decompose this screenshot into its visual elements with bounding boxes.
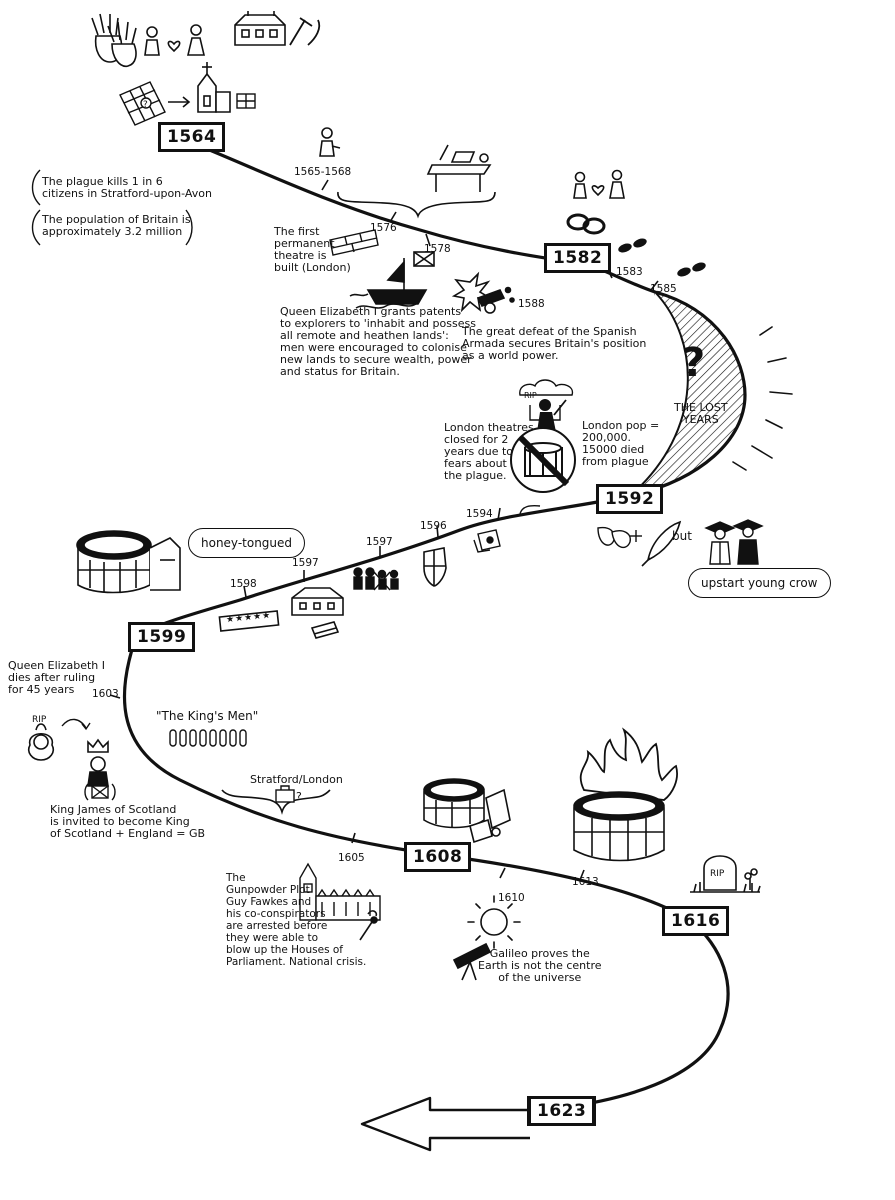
note-armada: The great defeat of the Spanish Armada s…	[462, 325, 647, 362]
house-1597-icon	[291, 587, 344, 639]
match-icon	[359, 910, 378, 941]
bubble-honey-tongued: honey-tongued	[188, 528, 306, 558]
year-1582: 1582	[544, 243, 612, 273]
note-stratford-london: Stratford/London	[250, 773, 343, 786]
year-label-1603: 1603	[92, 688, 119, 700]
year-label-1596: 1596	[420, 520, 447, 532]
year-label-1594: 1594	[466, 508, 493, 520]
note-queen-dies: Queen Elizabeth I dies after ruling for …	[8, 659, 105, 696]
no-theatre-icon	[510, 427, 576, 493]
year-label-1597b: 1597	[292, 557, 319, 569]
year-label-1610: 1610	[498, 892, 525, 904]
year-1623: 1623	[527, 1096, 597, 1126]
sun-icon	[467, 895, 521, 949]
but-label: but	[672, 529, 692, 543]
year-label-1613: 1613	[572, 876, 599, 888]
year-label-1585: 1585	[650, 283, 677, 295]
gloves-icon	[91, 13, 137, 68]
note-theatre: The first permanent theatre is built (Lo…	[274, 225, 351, 274]
arrow-icon	[168, 96, 191, 108]
note-plague: The plague kills 1 in 6 citizens in Stra…	[42, 175, 212, 200]
note-galileo: Galileo proves the Earth is not the cent…	[478, 947, 602, 984]
rip-left-label: RIP	[32, 715, 47, 725]
grave-icon	[690, 855, 761, 893]
desk-icon	[426, 144, 492, 192]
family-icon	[353, 567, 399, 591]
footprints-icon	[618, 238, 706, 277]
year-label-1588: 1588	[518, 298, 545, 310]
person-icon	[319, 127, 341, 157]
kings-men-icon	[169, 729, 247, 747]
note-theatres-closed: London theatres closed for 2 years due t…	[444, 421, 534, 482]
rating-box	[218, 610, 280, 632]
brace-stratford	[221, 789, 331, 815]
ship-icon	[349, 251, 435, 309]
svg-text:?: ?	[296, 790, 302, 803]
year-1608: 1608	[404, 842, 472, 872]
question-mark: ?	[682, 340, 706, 386]
rings-icon	[566, 213, 606, 235]
telescope-icon	[452, 942, 492, 981]
globe-1608-icon	[423, 778, 511, 844]
grave-rip-label: RIP	[710, 869, 725, 879]
quill-icon	[641, 520, 682, 567]
parliament-icon	[299, 862, 381, 921]
house-icon	[234, 11, 286, 46]
year-1616: 1616	[662, 906, 730, 936]
cannon-icon	[451, 271, 515, 314]
note-king-james: King James of Scotland is invited to bec…	[50, 803, 206, 840]
letter-icon	[84, 783, 116, 801]
note-kings-men: "The King's Men"	[156, 709, 259, 723]
shield-icon	[423, 547, 447, 587]
calendar-icon: ?	[119, 81, 166, 126]
year-1592: 1592	[596, 484, 664, 514]
rip-small-label: RIP	[524, 391, 537, 400]
suitcase-icon: ?	[275, 785, 302, 803]
ticket-icon	[473, 529, 501, 553]
svg-text:?: ?	[143, 100, 148, 110]
cross-box-icon	[236, 93, 256, 109]
plague-person-icon	[537, 399, 567, 432]
year-label-1597a: 1597	[366, 536, 393, 548]
note-patents: Queen Elizabeth I grants patents to expl…	[280, 305, 476, 378]
queen-portrait-icon	[27, 723, 55, 761]
wall-icon	[329, 229, 379, 256]
crown-icon	[87, 738, 109, 753]
bubble-upstart: upstart young crow	[688, 568, 831, 598]
lost-years-label: THE LOST YEARS	[674, 401, 728, 426]
note-london-pop: London pop = 200,000. 15000 died from pl…	[582, 419, 660, 468]
note-population: The population of Britain is approximate…	[42, 213, 191, 238]
tools-icon	[289, 17, 321, 46]
year-label-1565: 1565-1568	[294, 166, 352, 178]
couple-1582-icon	[573, 169, 625, 199]
note-gunpowder: The Gunpowder Plot Guy Fawkes and his co…	[226, 872, 367, 968]
couple-icon	[144, 24, 206, 56]
year-label-1576: 1576	[370, 222, 397, 234]
fire-icon	[579, 727, 678, 801]
church-icon	[197, 62, 231, 113]
graduate-icon	[704, 519, 764, 565]
arrow-left-icon	[360, 1096, 530, 1152]
masks-icon	[597, 526, 642, 549]
year-1564: 1564	[158, 122, 226, 152]
brace-1565	[337, 191, 496, 219]
year-label-1578: 1578	[424, 243, 451, 255]
rays-icon	[732, 326, 793, 471]
king-portrait-icon	[87, 756, 109, 787]
year-label-1598: 1598	[230, 578, 257, 590]
burning-globe-icon	[573, 791, 665, 862]
globe-theatre-icon	[76, 530, 181, 594]
year-label-1605: 1605	[338, 852, 365, 864]
year-label-1583: 1583	[616, 266, 643, 278]
year-1599: 1599	[128, 622, 196, 652]
